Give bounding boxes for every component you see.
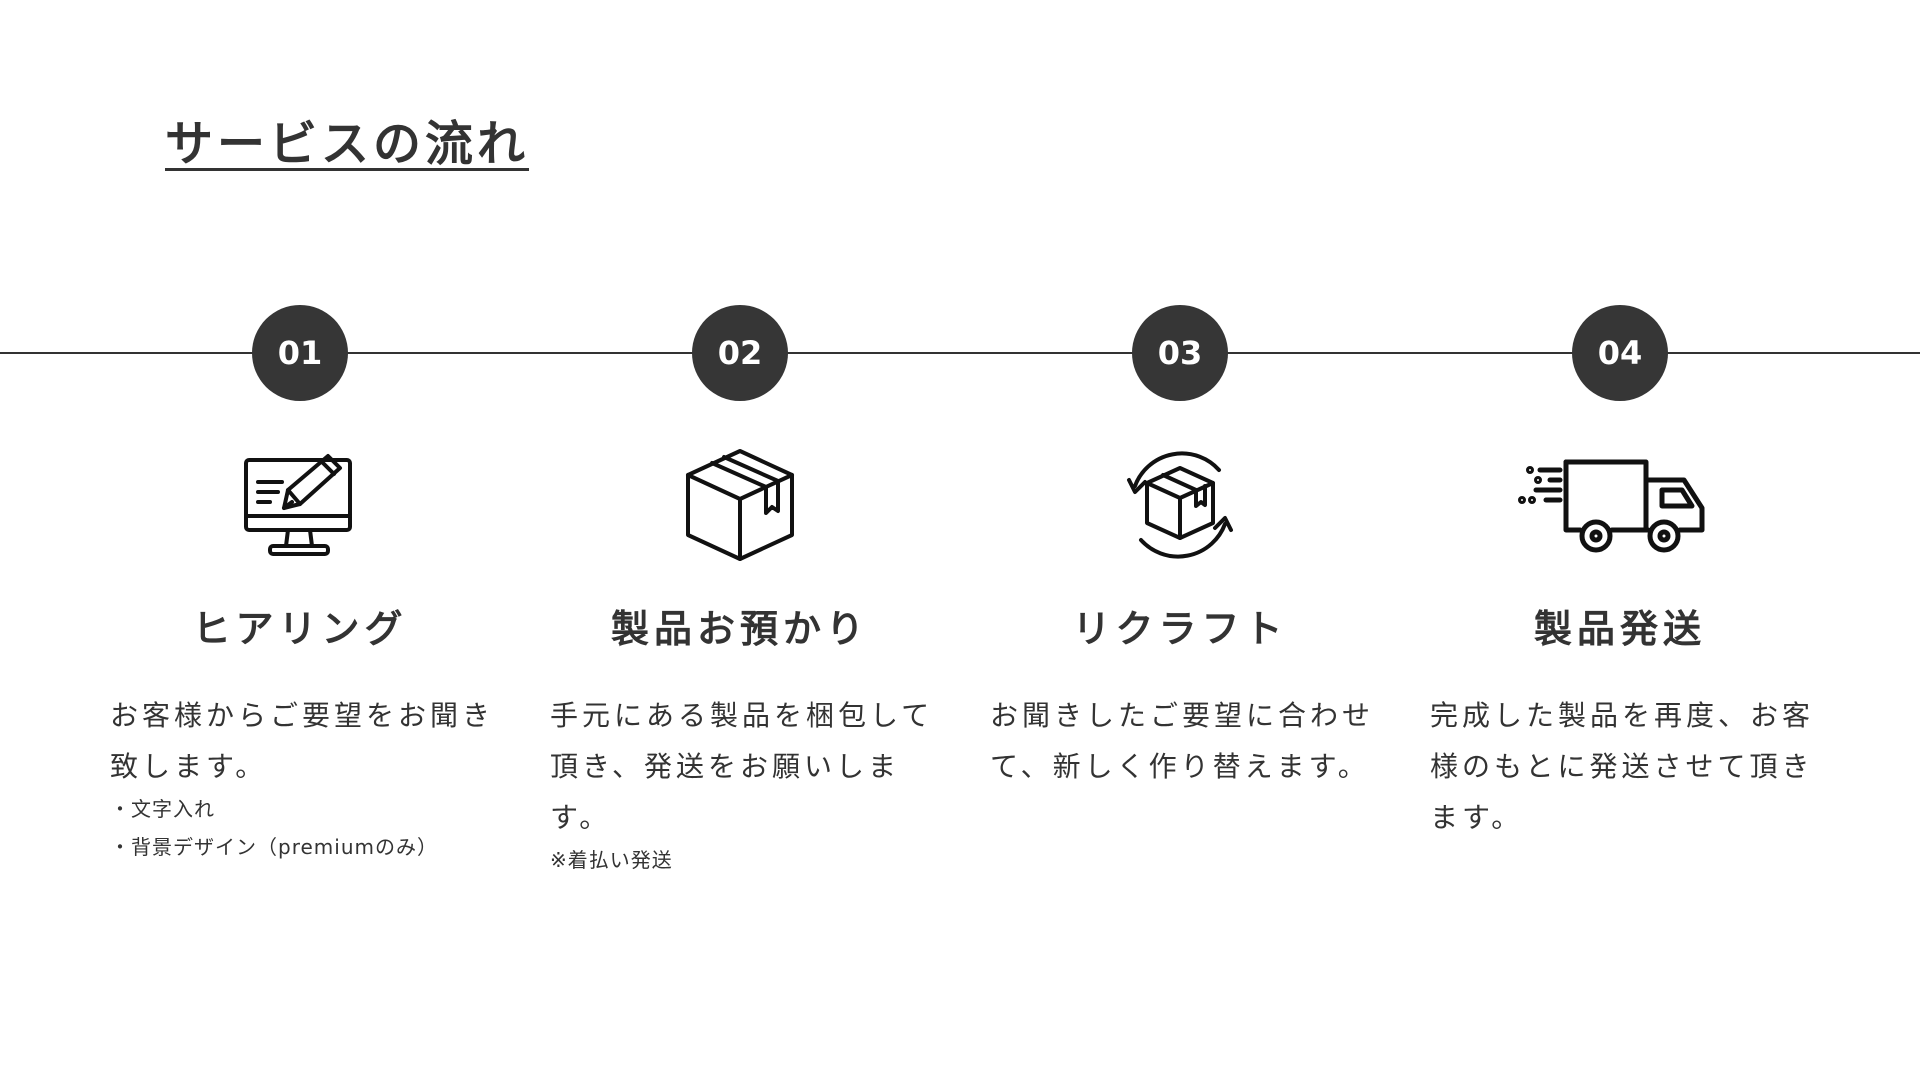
step-title: リクラフト (1072, 607, 1288, 651)
step-description: お聞きしたご要望に合わせて、新しく作り替えます。 (990, 699, 1375, 783)
step-description-block: お聞きしたご要望に合わせて、新しく作り替えます。 (990, 690, 1390, 792)
step-title: 製品発送 (1533, 607, 1706, 651)
step-description: 完成した製品を再度、お客様のもとに発送させて頂きます。 (1430, 699, 1815, 834)
step-note: ・背景デザイン（premiumのみ） (110, 835, 438, 859)
step-note: ・文字入れ (110, 797, 215, 821)
page-title: サービスの流れ (165, 116, 530, 172)
step-number-badge: 02 (692, 305, 788, 401)
delivery-truck-icon (1516, 440, 1726, 570)
step-description-block: 完成した製品を再度、お客様のもとに発送させて頂きます。 (1430, 690, 1830, 843)
step-title: 製品お預かり (610, 607, 869, 651)
timeline-line (0, 352, 1920, 354)
monitor-pencil-icon (225, 440, 375, 570)
package-box-icon (665, 440, 815, 570)
step-description-block: 手元にある製品を梱包して頂き、発送をお願いします。 ※着払い発送 (550, 690, 950, 879)
box-recycle-icon (1105, 440, 1255, 570)
step-title: ヒアリング (192, 607, 408, 651)
step-description: お客様からご要望をお聞き致します。 (110, 699, 495, 783)
step-description-block: お客様からご要望をお聞き致します。 ・文字入れ ・背景デザイン（premiumの… (110, 690, 510, 866)
step-description: 手元にある製品を梱包して頂き、発送をお願いします。 (550, 699, 934, 834)
step-number-badge: 01 (252, 305, 348, 401)
step-number-badge: 03 (1132, 305, 1228, 401)
step-number-badge: 04 (1572, 305, 1668, 401)
step-note: ※着払い発送 (550, 848, 673, 872)
